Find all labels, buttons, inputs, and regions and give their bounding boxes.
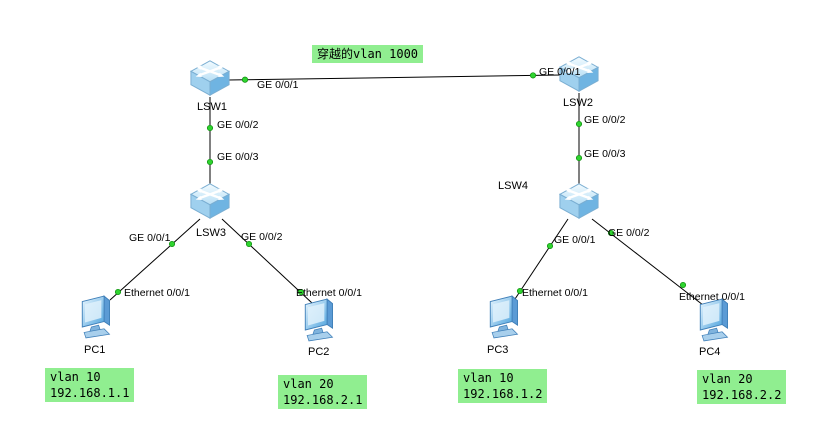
device-label-pc1: PC1 xyxy=(84,344,106,356)
port-label-pc1-eth001: Ethernet 0/0/1 xyxy=(124,287,190,299)
port-status-dot xyxy=(245,240,253,248)
port-status-dot xyxy=(607,229,615,237)
pc-icon xyxy=(483,294,523,340)
port-status-dot xyxy=(206,158,214,166)
device-lsw4[interactable] xyxy=(558,180,600,227)
device-label-lsw4: LSW4 xyxy=(498,180,528,192)
port-status-dot xyxy=(114,288,122,296)
port-label-lsw3-ge003: GE 0/0/3 xyxy=(217,151,259,163)
device-lsw3[interactable] xyxy=(189,180,231,227)
port-status-dot xyxy=(529,72,537,79)
pc-icon xyxy=(693,297,733,343)
port-label-pc4-eth001: Ethernet 0/0/1 xyxy=(679,291,745,303)
note-pc3[interactable]: vlan 10 192.168.1.2 xyxy=(458,369,548,403)
port-status-dot xyxy=(575,120,583,128)
device-label-lsw1: LSW1 xyxy=(197,101,227,113)
link-lsw3-pc2[interactable] xyxy=(221,218,313,304)
port-status-dot xyxy=(575,154,583,162)
device-label-lsw2: LSW2 xyxy=(563,97,593,109)
note-pc2-vlan: vlan 20 xyxy=(283,377,334,391)
link-lsw3-pc1[interactable] xyxy=(109,218,201,301)
port-label-lsw2-ge001: GE 0/0/1 xyxy=(539,66,581,78)
pc-icon xyxy=(298,297,338,343)
port-label-lsw2-ge002: GE 0/0/2 xyxy=(584,114,626,126)
device-pc4[interactable] xyxy=(693,297,733,348)
device-label-lsw3: LSW3 xyxy=(196,227,226,239)
note-pc2-ip: 192.168.2.1 xyxy=(283,393,363,407)
port-label-lsw4-ge002: GE 0/0/2 xyxy=(608,227,650,239)
port-label-lsw4-ge003: GE 0/0/3 xyxy=(584,148,626,160)
switch-icon xyxy=(189,180,231,222)
note-pc1[interactable]: vlan 10 192.168.1.1 xyxy=(45,368,135,402)
note-pc4[interactable]: vlan 20 192.168.2.2 xyxy=(697,370,787,404)
port-label-lsw3-ge001: GE 0/0/1 xyxy=(129,232,171,244)
link-lsw1-lsw2[interactable] xyxy=(227,74,562,81)
port-status-dot xyxy=(546,242,554,250)
switch-icon xyxy=(189,57,231,99)
port-label-pc3-eth001: Ethernet 0/0/1 xyxy=(522,287,588,299)
device-pc2[interactable] xyxy=(298,297,338,348)
link-lsw4-pc3[interactable] xyxy=(514,218,569,300)
port-label-lsw1-ge001: GE 0/0/1 xyxy=(257,79,299,91)
note-pc1-ip: 192.168.1.1 xyxy=(50,386,130,400)
note-trunk-vlan[interactable]: 穿越的vlan 1000 xyxy=(312,45,424,63)
note-pc4-vlan: vlan 20 xyxy=(702,372,753,386)
note-pc2[interactable]: vlan 20 192.168.2.1 xyxy=(278,375,368,409)
port-status-dot xyxy=(241,76,249,83)
device-lsw1[interactable] xyxy=(189,57,231,104)
note-pc3-ip: 192.168.1.2 xyxy=(463,387,543,401)
pc-icon xyxy=(75,294,115,340)
device-pc1[interactable] xyxy=(75,294,115,345)
port-label-lsw4-ge001: GE 0/0/1 xyxy=(554,234,596,246)
note-pc4-ip: 192.168.2.2 xyxy=(702,388,782,402)
port-label-pc2-eth001: Ethernet 0/0/1 xyxy=(296,287,362,299)
port-status-dot xyxy=(679,281,687,289)
device-label-pc2: PC2 xyxy=(308,346,330,358)
device-label-pc3: PC3 xyxy=(487,344,509,356)
port-status-dot xyxy=(168,240,176,248)
note-pc3-vlan: vlan 10 xyxy=(463,371,514,385)
note-pc1-vlan: vlan 10 xyxy=(50,370,101,384)
port-label-lsw1-ge002: GE 0/0/2 xyxy=(217,119,259,131)
port-status-dot xyxy=(516,287,524,295)
switch-icon xyxy=(558,180,600,222)
port-status-dot xyxy=(206,124,214,132)
port-status-dot xyxy=(297,288,305,296)
device-label-pc4: PC4 xyxy=(699,346,721,358)
port-label-lsw3-ge002: GE 0/0/2 xyxy=(241,231,283,243)
device-pc3[interactable] xyxy=(483,294,523,345)
